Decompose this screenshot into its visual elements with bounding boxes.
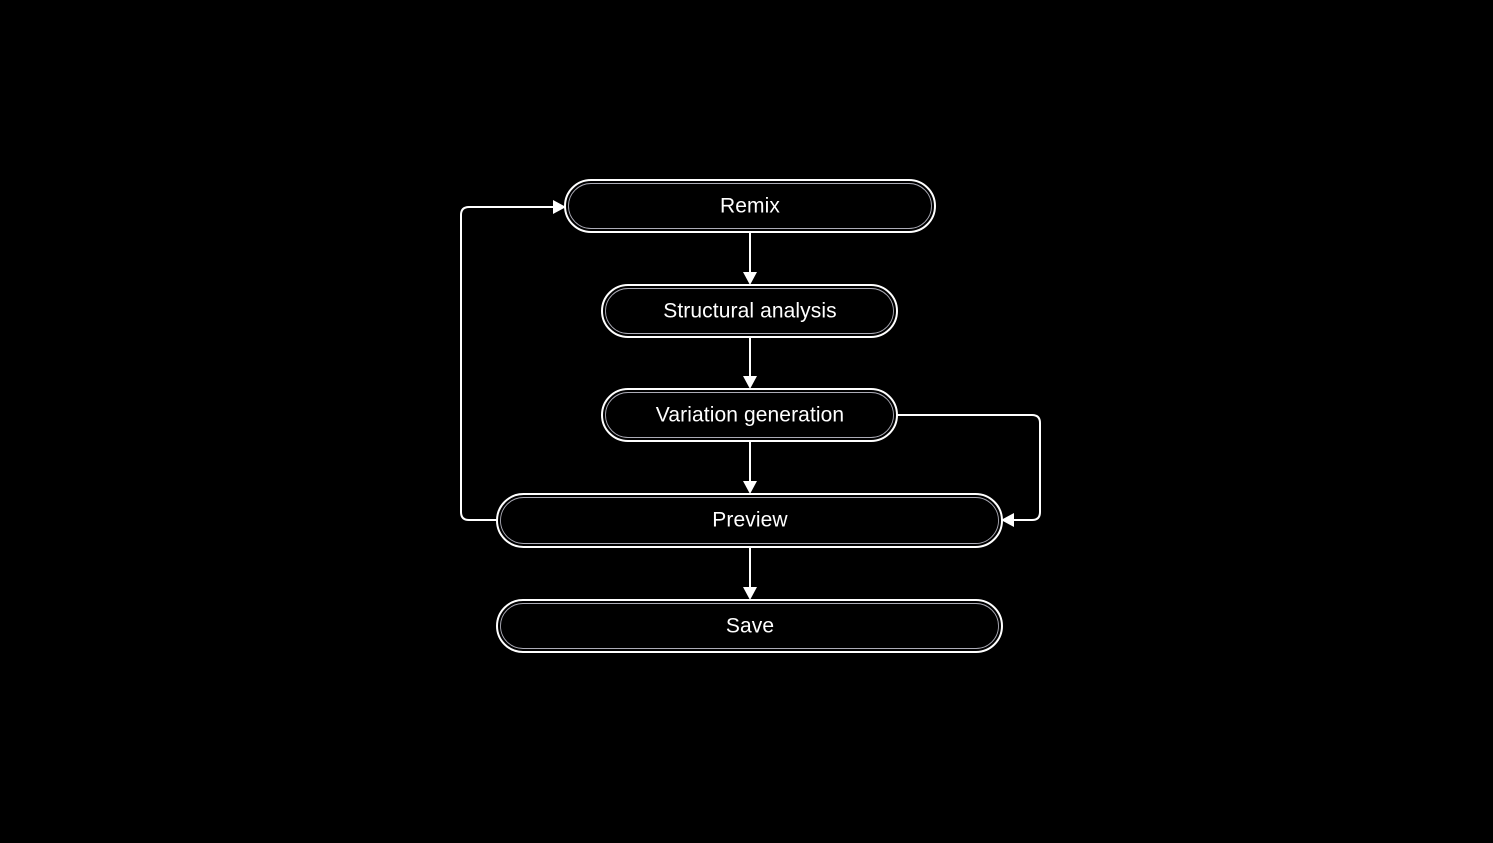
node-structural-analysis-shape[interactable] <box>601 284 898 338</box>
node-variation-generation-label: Variation generation <box>656 404 844 427</box>
node-preview-label: Preview <box>712 509 788 532</box>
node-save-label: Save <box>726 615 774 638</box>
edge-preview-to-save <box>743 547 757 600</box>
edge-layer <box>460 200 1041 600</box>
node-variation-generation-inner-stroke <box>605 392 894 438</box>
edge-line <box>460 206 558 521</box>
node-variation-generation[interactable]: Variation generation <box>601 388 898 442</box>
arrowhead-down-icon <box>743 376 757 389</box>
arrowhead-down-icon <box>743 481 757 494</box>
arrowhead-right-icon <box>553 200 566 214</box>
edge-variation-generation-to-preview <box>743 441 757 494</box>
node-save[interactable]: Save <box>496 599 1003 653</box>
node-remix-shape[interactable] <box>564 179 936 233</box>
node-structural-analysis-inner-stroke <box>605 288 894 334</box>
node-layer: Remix Structural analysis Variation gene… <box>496 179 1003 653</box>
edge-remix-to-structural-analysis <box>743 232 757 285</box>
node-remix-inner-stroke <box>568 183 932 229</box>
node-save-inner-stroke <box>500 603 999 649</box>
node-preview-inner-stroke <box>500 497 999 544</box>
edge-structural-analysis-to-variation-generation <box>743 337 757 389</box>
arrowhead-down-icon <box>743 272 757 285</box>
arrowhead-left-icon <box>1001 513 1014 527</box>
node-variation-generation-shape[interactable] <box>601 388 898 442</box>
node-save-shape[interactable] <box>496 599 1003 653</box>
node-remix[interactable]: Remix <box>564 179 936 233</box>
node-remix-label: Remix <box>720 195 780 218</box>
edge-variation-generation-to-preview-feedback <box>897 414 1041 527</box>
node-structural-analysis[interactable]: Structural analysis <box>601 284 898 338</box>
edge-preview-to-remix-feedback <box>460 200 566 521</box>
node-preview-shape[interactable] <box>496 493 1003 548</box>
node-preview[interactable]: Preview <box>496 493 1003 548</box>
arrowhead-down-icon <box>743 587 757 600</box>
node-structural-analysis-label: Structural analysis <box>663 300 836 323</box>
edge-line <box>897 414 1041 521</box>
